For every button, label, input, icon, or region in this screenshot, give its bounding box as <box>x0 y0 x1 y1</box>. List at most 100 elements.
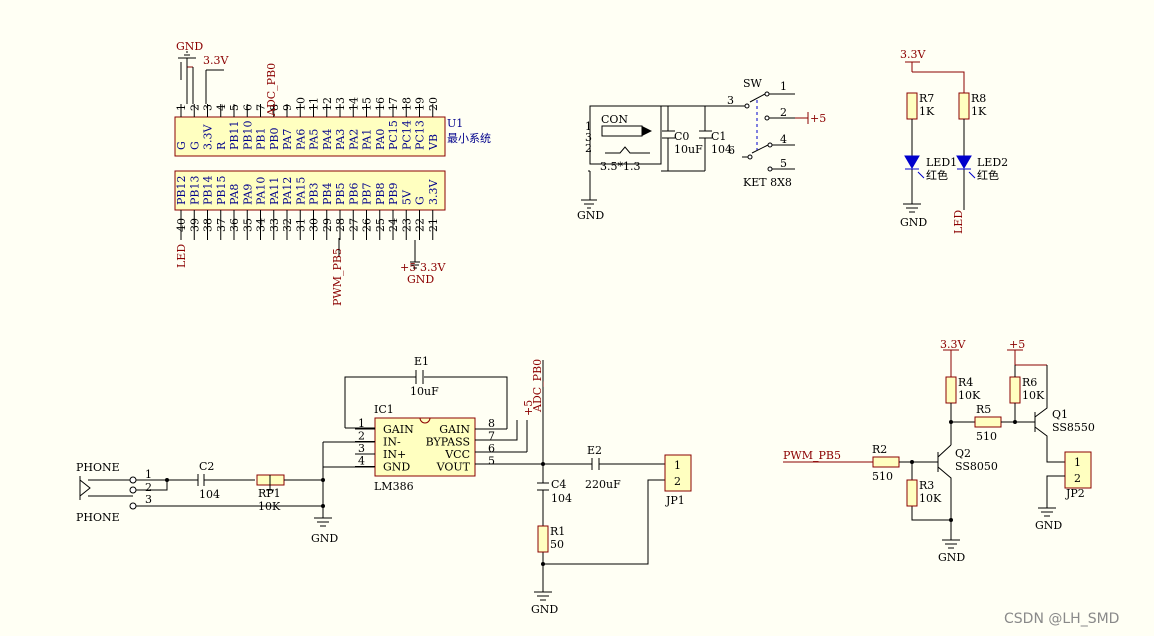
u1-bottom-pin-label: PB6 <box>347 183 360 205</box>
u1-bottom-pin-number: 37 <box>215 218 228 232</box>
u1-5v-label: +5 <box>400 261 416 274</box>
power-gnd-label: GND <box>577 209 604 222</box>
sw-pin-2: 2 <box>780 106 787 119</box>
u1-bottom-pin-label: PA10 <box>255 177 268 205</box>
u1-bottom-pin-number: 22 <box>414 218 427 232</box>
c2-cap <box>197 474 255 486</box>
r1-resistor <box>537 525 549 553</box>
u1-top-pin-label: PC13 <box>414 120 427 150</box>
u1-bottom-pin-label: PA8 <box>228 184 241 205</box>
u1-bottom-pin-number: 25 <box>374 218 387 232</box>
q2-value: SS8050 <box>955 460 998 473</box>
transistor-driver: 3.3V R4 10K R5 510 +5 R6 10K Q1 SS8550 1… <box>783 338 1095 564</box>
u1-top-pin-number: 5 <box>228 104 241 111</box>
drive-pwm-label: PWM_PB5 <box>783 449 841 462</box>
u1-bottom-pin-label: PB5 <box>334 183 347 205</box>
u1-bottom-pin-label: PB7 <box>361 183 374 205</box>
e1-ref: E1 <box>414 355 429 368</box>
ic1-left-pin-number: 2 <box>358 430 365 443</box>
r6-ref: R6 <box>1022 376 1037 389</box>
u1-top-pin-number: 11 <box>308 97 321 111</box>
led1-ref: LED1 <box>926 156 957 169</box>
u1-bottom-pin-label: PB15 <box>215 176 228 205</box>
u1-top-pin-number: 15 <box>361 97 374 111</box>
led2-ref: LED2 <box>977 156 1008 169</box>
u1-top-pin-number: 9 <box>281 104 294 111</box>
sw-contacts <box>735 93 805 170</box>
phone-bottom-label: PHONE <box>76 511 120 524</box>
u1-top-pin-label: PA6 <box>294 129 307 150</box>
u1-top-pin-label: PA5 <box>308 129 321 150</box>
r8-resistor <box>958 92 970 120</box>
u1-top-pin-number: 13 <box>334 97 347 111</box>
phone-jack <box>79 476 133 500</box>
jp1-pin-2: 2 <box>674 475 681 488</box>
u1-top-pin-number: 1 <box>175 104 188 111</box>
u1-bottom-pin-label: PB8 <box>374 183 387 205</box>
u1-top-pin-number: 12 <box>321 97 334 111</box>
u1-top-pin-label: PA7 <box>281 129 294 150</box>
amp-gnd-label: GND <box>311 532 338 545</box>
drive-5v-label: +5 <box>1009 338 1025 351</box>
led1-color: 红色 <box>926 168 948 182</box>
u1-bottom-pin-label: PB4 <box>321 183 334 205</box>
sw-5v-label: +5 <box>810 112 826 125</box>
r7-ref: R7 <box>919 92 934 105</box>
u1-bottom-pin-number: 29 <box>321 218 334 232</box>
u1-bottom-pin-number: 26 <box>361 218 374 232</box>
u1-bottom-pin-number: 30 <box>308 218 321 232</box>
ic1-right-pin-label: VCC <box>444 448 470 461</box>
q1-value: SS8550 <box>1052 421 1095 434</box>
u1-bottom-pin-label: PA15 <box>294 177 307 205</box>
r2-resistor <box>872 456 900 468</box>
u1-gnd2-label: GND <box>407 273 434 286</box>
r5-resistor <box>974 416 1002 428</box>
r4-value: 10K <box>958 389 981 402</box>
u1-33v-bottom-label: 3.3V <box>420 261 446 274</box>
con-label: CON <box>601 113 628 126</box>
r1-value: 50 <box>550 538 564 551</box>
u1-bottom-pin-number: 28 <box>334 218 347 232</box>
sw-pin-6: 6 <box>728 144 735 157</box>
drive-gnd-label: GND <box>938 551 965 564</box>
led-33v-label: 3.3V <box>900 48 926 61</box>
u1-bottom-pin-label: PB14 <box>202 176 215 205</box>
jp2-pin-2: 2 <box>1074 472 1081 485</box>
u1-33v-label: 3.3V <box>203 54 229 67</box>
jack-pin-2: 2 <box>145 481 152 494</box>
u1-top-pin-number: 6 <box>241 104 254 111</box>
ic1-left-pin-label: GAIN <box>383 423 414 436</box>
u1-bottom-pin-number: 23 <box>400 218 413 232</box>
u1-bottom-pin-label: PB12 <box>175 176 188 205</box>
con-pin-1: 1 <box>585 120 592 133</box>
u1-bottom-pin-label: PB13 <box>188 176 201 205</box>
u1-pwm-label: PWM_PB5 <box>331 248 344 306</box>
u1-33v-net <box>205 69 224 104</box>
r3-value: 10K <box>919 492 942 505</box>
c2-value: 104 <box>199 488 220 501</box>
ic1-right-pin-label: BYPASS <box>426 436 470 449</box>
u1-top-pin-number: 10 <box>294 97 307 111</box>
ic1-right-pin-number: 6 <box>488 442 495 455</box>
u1-top-pin-number: 7 <box>255 104 268 111</box>
jp2-ref: JP2 <box>1065 487 1085 500</box>
sw-pin-4: 4 <box>780 133 787 146</box>
amp-adc-label: ADC_PB0 <box>531 359 544 413</box>
r4-resistor <box>945 376 957 404</box>
r7-resistor <box>906 92 918 120</box>
con-pin-2: 2 <box>585 142 592 155</box>
u1-bottom-pin-number: 31 <box>294 218 307 232</box>
u1-top-pin-number: 2 <box>188 104 201 111</box>
u1-top-pins: 1G2G33.3V4R5PB116PB107PB18PB09PA710PA611… <box>175 97 440 151</box>
audio-amp: PHONE PHONE 1 2 3 C2 104 RP1 10K GND IC1… <box>76 355 692 616</box>
u1-bottom-body <box>174 170 446 211</box>
u1-bottom-pin-label: PB3 <box>308 183 321 205</box>
c2-ref: C2 <box>199 460 214 473</box>
u1-top-pin-label: R <box>215 141 228 150</box>
jp2-header <box>1064 451 1092 489</box>
u1-top-pin-label: PC14 <box>400 120 413 150</box>
